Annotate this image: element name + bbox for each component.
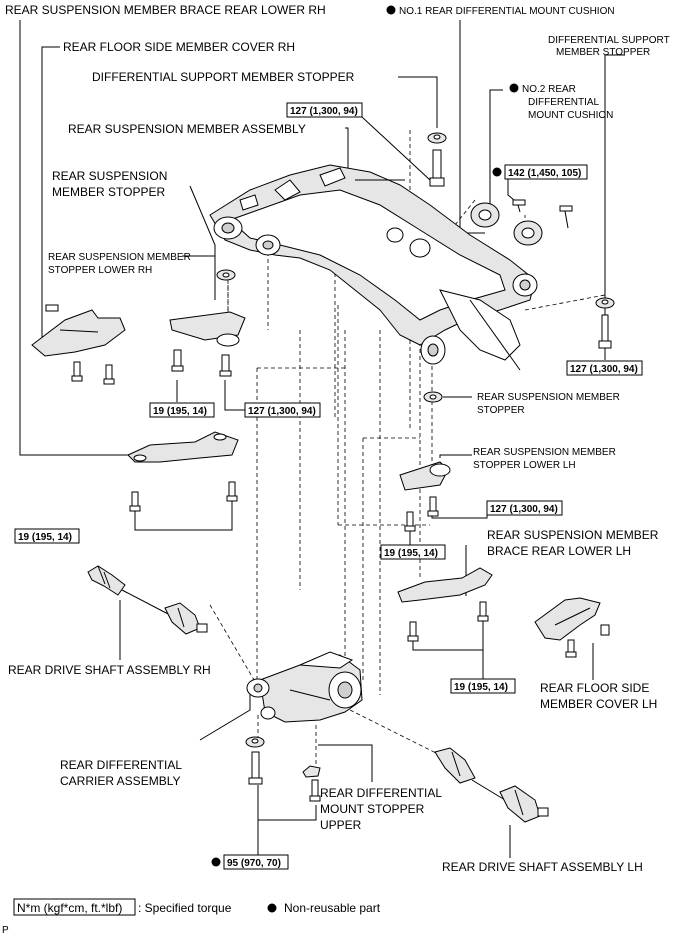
nonreusable-dot xyxy=(386,5,396,15)
legend-torque-desc: : Specified torque xyxy=(138,901,232,915)
torque-box xyxy=(286,102,363,118)
label-member-stopper-r-1: REAR SUSPENSION MEMBER xyxy=(477,392,620,403)
stopper-lower-rh xyxy=(169,311,246,377)
figure-code: P xyxy=(2,925,9,936)
legend-nonreusable-desc: Non-reusable part xyxy=(284,901,381,915)
rear-drive-shaft-lh xyxy=(434,747,549,823)
torque-127-c: 127 (1,300, 94) xyxy=(248,406,316,417)
torque-box xyxy=(244,402,321,418)
torque-142: 142 (1,450, 105) xyxy=(508,168,581,179)
torque-box xyxy=(450,678,516,694)
torque-box xyxy=(380,544,446,560)
torque-95: 95 (970, 70) xyxy=(227,858,281,869)
label-floor-cover-rh: REAR FLOOR SIDE MEMBER COVER RH xyxy=(63,40,295,54)
stopper-lower-lh xyxy=(399,461,451,532)
torque-box xyxy=(14,528,80,544)
label-brace-rear-lower-rh: REAR SUSPENSION MEMBER BRACE REAR LOWER … xyxy=(5,3,326,17)
label-diff-stopper-right-2: MEMBER STOPPER xyxy=(556,47,650,58)
rear-suspension-member-assembly xyxy=(209,164,538,371)
floor-side-member-cover-lh xyxy=(534,597,610,658)
differential-support-member-stopper-right xyxy=(595,297,615,349)
label-drive-shaft-rh: REAR DRIVE SHAFT ASSEMBLY RH xyxy=(8,663,211,677)
rear-drive-shaft-rh xyxy=(87,565,208,635)
mount-stopper-upper-and-bolt xyxy=(245,736,321,802)
label-stopper-lower-rh-2: STOPPER LOWER RH xyxy=(48,265,152,276)
label-brace-lower-lh-1: REAR SUSPENSION MEMBER xyxy=(487,528,659,542)
label-mount-stopper-2: MOUNT STOPPER xyxy=(320,802,425,816)
label-member-assembly: REAR SUSPENSION MEMBER ASSEMBLY xyxy=(68,122,306,136)
label-diff-stopper-right-1: DIFFERENTIAL SUPPORT xyxy=(548,35,670,46)
nonreusable-dot xyxy=(509,83,519,93)
torque-19-d: 19 (195, 14) xyxy=(454,682,508,693)
torque-19-a: 19 (195, 14) xyxy=(153,406,207,417)
label-no1-cushion: NO.1 REAR DIFFERENTIAL MOUNT CUSHION xyxy=(399,6,615,17)
label-floor-cover-lh-1: REAR FLOOR SIDE xyxy=(540,681,649,695)
legend-torque-box xyxy=(13,898,136,916)
label-carrier-2: CARRIER ASSEMBLY xyxy=(60,774,180,788)
legend-torque-unit: N*m (kgf*cm, ft.*lbf) xyxy=(17,901,122,915)
differential-support-member-stopper-top xyxy=(427,132,447,187)
label-carrier-1: REAR DIFFERENTIAL xyxy=(60,758,182,772)
label-floor-cover-lh-2: MEMBER COVER LH xyxy=(540,697,657,711)
label-stopper-lower-lh-1: REAR SUSPENSION MEMBER xyxy=(473,447,616,458)
rear-differential-carrier xyxy=(246,651,363,723)
torque-box xyxy=(566,360,643,376)
label-brace-lower-lh-2: BRACE REAR LOWER LH xyxy=(487,544,631,558)
label-diff-stopper-top: DIFFERENTIAL SUPPORT MEMBER STOPPER xyxy=(92,70,355,84)
label-mount-stopper-1: REAR DIFFERENTIAL xyxy=(320,786,442,800)
label-member-stopper-1: REAR SUSPENSION xyxy=(52,169,167,183)
label-stopper-lower-rh-1: REAR SUSPENSION MEMBER xyxy=(48,252,191,263)
torque-127-a: 127 (1,300, 94) xyxy=(290,106,358,117)
legend: N*m (kgf*cm, ft.*lbf) : Specified torque… xyxy=(13,898,381,916)
leader-lines xyxy=(19,20,625,862)
nonreusable-dot xyxy=(211,857,221,867)
label-drive-shaft-lh: REAR DRIVE SHAFT ASSEMBLY LH xyxy=(442,860,643,874)
differential-mount-cushions xyxy=(470,199,573,246)
label-stopper-lower-lh-2: STOPPER LOWER LH xyxy=(473,460,576,471)
torque-127-d: 127 (1,300, 94) xyxy=(490,504,558,515)
nonreusable-dot xyxy=(492,167,502,177)
torque-box xyxy=(149,402,215,418)
label-mount-stopper-3: UPPER xyxy=(320,818,362,832)
torque-box xyxy=(504,164,588,180)
member-stopper-washers xyxy=(216,269,443,403)
label-no2-cushion-2: DIFFERENTIAL xyxy=(528,97,600,108)
label-member-stopper-r-2: STOPPER xyxy=(477,405,525,416)
label-no2-cushion-1: NO.2 REAR xyxy=(522,84,576,95)
brace-rear-lower-lh xyxy=(397,567,493,642)
torque-19-b: 19 (195, 14) xyxy=(18,532,72,543)
torque-box xyxy=(486,500,563,516)
brace-rear-lower-rh xyxy=(127,431,239,512)
torque-19-c: 19 (195, 14) xyxy=(384,548,438,559)
label-no2-cushion-3: MOUNT CUSHION xyxy=(528,110,613,121)
floor-side-member-cover-rh xyxy=(31,304,126,385)
label-member-stopper-2: MEMBER STOPPER xyxy=(52,185,165,199)
legend-nonreusable-dot xyxy=(267,903,277,913)
torque-box xyxy=(223,854,289,870)
torque-127-b: 127 (1,300, 94) xyxy=(570,364,638,375)
